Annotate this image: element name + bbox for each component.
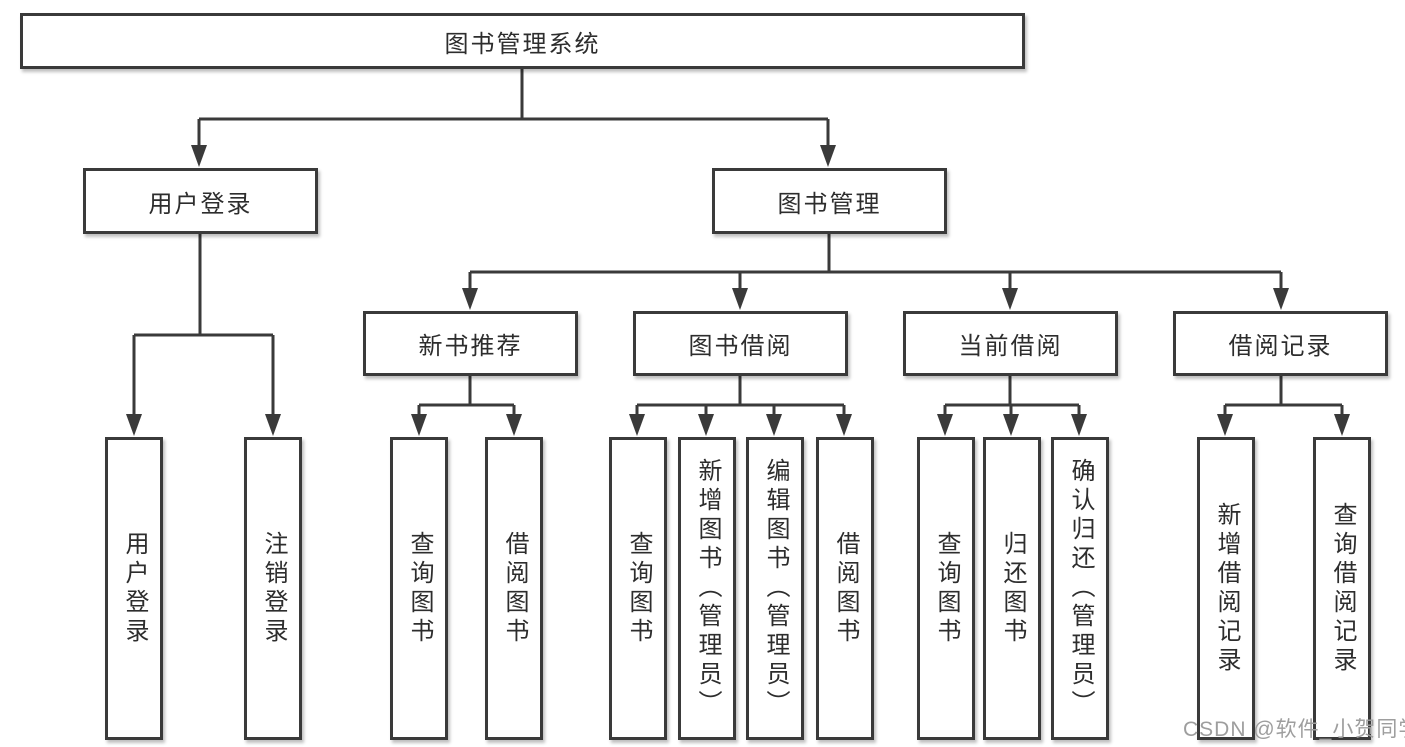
node-current-borrowing: 当前借阅	[903, 311, 1118, 376]
node-library-management-system: 图书管理系统	[20, 13, 1025, 69]
leaf-query-borrow-record: 查询借阅记录	[1313, 437, 1371, 740]
node-borrowing-records: 借阅记录	[1173, 311, 1388, 376]
connector-root-to-level2	[197, 69, 830, 150]
connector-recommend-to-leaves	[417, 376, 516, 419]
connector-borrow-to-leaves	[635, 376, 846, 419]
leaf-confirm-return-admin: 确认归还（管理员）	[1051, 437, 1109, 740]
leaf-return-books: 归还图书	[983, 437, 1041, 740]
leaf-borrow-books-recommend: 借阅图书	[485, 437, 543, 740]
csdn-watermark: CSDN @软件_小贺同学	[1183, 718, 1405, 741]
connector-login-to-leaves	[132, 234, 275, 419]
leaf-edit-books-admin: 编辑图书（管理员）	[746, 437, 804, 740]
leaf-logout: 注销登录	[244, 437, 302, 740]
node-book-borrowing: 图书借阅	[633, 311, 848, 376]
leaf-add-books-admin: 新增图书（管理员）	[678, 437, 736, 740]
leaf-query-books-current: 查询图书	[917, 437, 975, 740]
leaf-user-login: 用户登录	[105, 437, 163, 740]
connector-mgmt-to-level3	[468, 234, 1283, 293]
node-user-login: 用户登录	[83, 168, 318, 234]
leaf-query-books-recommend: 查询图书	[390, 437, 448, 740]
leaf-query-books-borrow: 查询图书	[609, 437, 667, 740]
node-new-book-recommendation: 新书推荐	[363, 311, 578, 376]
leaf-add-borrow-record: 新增借阅记录	[1197, 437, 1255, 740]
connector-records-to-leaves	[1223, 376, 1344, 419]
node-book-management: 图书管理	[712, 168, 947, 234]
connector-current-to-leaves	[943, 376, 1081, 419]
leaf-borrow-books: 借阅图书	[816, 437, 874, 740]
